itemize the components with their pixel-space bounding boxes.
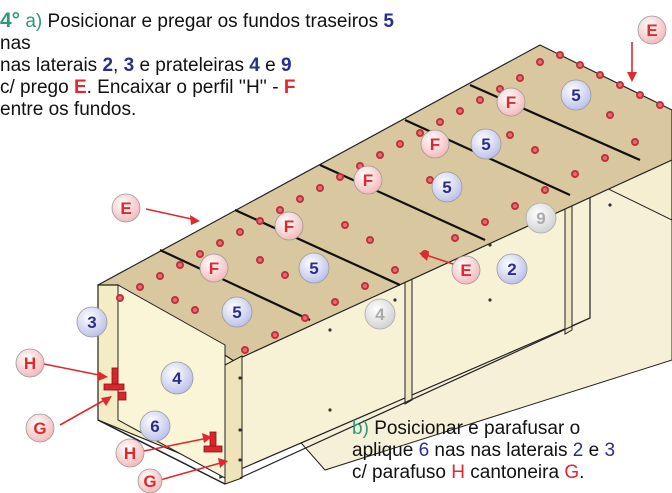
svg-text:G: G: [143, 472, 156, 491]
badge-2: 2: [496, 253, 528, 285]
step-b-text-3: nas nas laterais: [434, 440, 568, 461]
badge-f-5: F: [496, 87, 526, 117]
svg-text:3: 3: [87, 313, 96, 332]
svg-text:H: H: [124, 444, 136, 463]
badge-f-4: F: [420, 129, 450, 159]
badge-9: 9: [525, 202, 557, 234]
part-ref-parafuso: H: [451, 462, 466, 483]
step-b-instructions: b) Posicionar e parafusar o aplique 6 na…: [352, 418, 672, 484]
part-ref-b-lateral-2: 2: [572, 440, 584, 461]
svg-text:G: G: [33, 419, 46, 438]
panel-holes: [238, 203, 612, 462]
svg-text:H: H: [24, 354, 36, 373]
badge-3: 3: [76, 306, 108, 338]
badge-5-e: 5: [560, 79, 592, 111]
badge-5-a: 5: [221, 296, 253, 328]
svg-text:F: F: [363, 171, 373, 190]
badge-g-left: G: [25, 413, 55, 443]
part-ref-aplique: 6: [418, 440, 430, 461]
step-a-text-1: Posicionar e pregar os fundos traseiros: [47, 11, 379, 32]
step-a-text-8: entre os fundos.: [0, 99, 137, 120]
badge-f-2: F: [274, 211, 304, 241]
step-b-text-5: c/ parafuso: [352, 462, 446, 483]
badge-e-left: E: [111, 193, 141, 223]
step-a-text-3: nas laterais: [0, 55, 98, 76]
step-a-sep: ,: [113, 55, 119, 76]
badge-h-left: H: [15, 348, 45, 378]
svg-text:5: 5: [571, 86, 580, 105]
step-a-text-6: c/ prego: [0, 77, 69, 98]
step-number: 4°: [0, 9, 21, 32]
step-a-letter: a): [25, 11, 43, 32]
badge-g-bottom: G: [137, 468, 163, 493]
part-ref-cantoneira: G: [564, 462, 580, 483]
part-ref-perfil: F: [283, 77, 296, 98]
step-b-text-2: aplique: [352, 440, 414, 461]
svg-text:4: 4: [172, 369, 182, 388]
step-b-text-1: Posicionar e parafusar o: [374, 418, 581, 439]
badge-5-c: 5: [431, 171, 463, 203]
step-b-text-4: e: [588, 440, 600, 461]
svg-text:F: F: [284, 217, 294, 236]
svg-text:E: E: [646, 21, 657, 40]
arrow-heads: [98, 72, 637, 468]
svg-text:6: 6: [150, 417, 159, 436]
svg-text:F: F: [430, 135, 440, 154]
badge-4: 4: [160, 361, 194, 395]
badge-6: 6: [139, 410, 171, 442]
badge-4-grey: 4: [364, 298, 396, 330]
part-ref-lateral-3: 3: [123, 55, 135, 76]
part-ref-fundo: 5: [383, 11, 394, 32]
part-ref-lateral-2: 2: [102, 55, 114, 76]
svg-text:2: 2: [507, 260, 516, 279]
step-b-letter: b): [352, 418, 369, 439]
svg-text:5: 5: [481, 135, 490, 154]
part-ref-b-lateral-3: 3: [604, 440, 616, 461]
step-a-text-7: . Encaixar o perfil ''H'' -: [86, 77, 279, 98]
step-b-text-6: cantoneira: [470, 462, 560, 483]
svg-text:9: 9: [536, 209, 545, 228]
badge-5-d: 5: [470, 128, 502, 160]
step-b-text-7: .: [579, 462, 585, 483]
corner-brackets: [103, 367, 223, 453]
step-a-text-5: e: [265, 55, 276, 76]
svg-text:5: 5: [442, 178, 451, 197]
part-ref-prateleira-4: 4: [249, 55, 260, 76]
svg-text:E: E: [120, 199, 131, 218]
badge-e-top-right: E: [637, 15, 667, 45]
svg-text:F: F: [209, 259, 219, 278]
step-a-instructions: 4° a) Posicionar e pregar os fundos tras…: [0, 10, 420, 121]
step-a-text-4: e prateleiras: [139, 55, 245, 76]
badge-h-bottom: H: [115, 438, 145, 468]
step-a-text-2: nas: [0, 33, 31, 54]
svg-text:E: E: [460, 261, 471, 280]
part-ref-prego: E: [73, 77, 87, 98]
badge-f-3: F: [353, 165, 383, 195]
badge-e-middle: E: [451, 255, 481, 285]
svg-text:4: 4: [375, 305, 385, 324]
svg-text:5: 5: [309, 259, 318, 278]
badge-5-b: 5: [298, 252, 330, 284]
svg-text:5: 5: [232, 303, 241, 322]
badge-f-1: F: [199, 253, 229, 283]
svg-text:F: F: [506, 93, 516, 112]
part-ref-prateleira-9: 9: [281, 55, 292, 76]
